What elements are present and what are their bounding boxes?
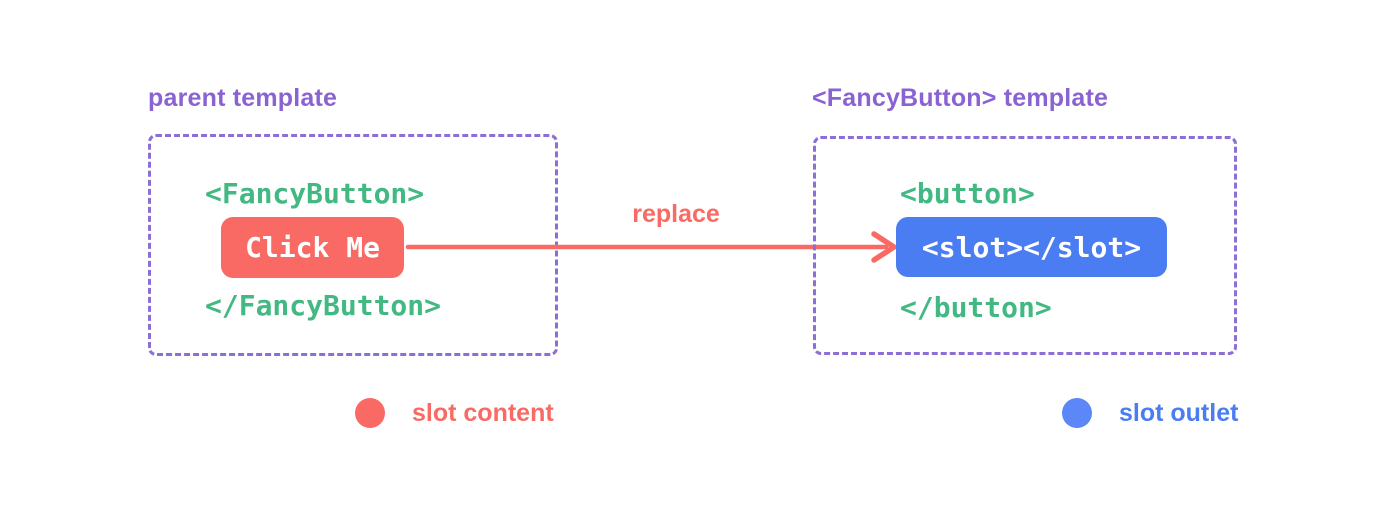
legend-slot-content: slot content xyxy=(355,398,554,428)
slot-content-label: slot content xyxy=(412,398,554,427)
slot-content-dot-icon xyxy=(355,398,385,428)
legend-slot-outlet: slot outlet xyxy=(1062,398,1238,428)
replace-label: replace xyxy=(632,200,720,228)
slot-outlet-box: <slot></slot> xyxy=(896,217,1167,277)
parent-template-label: parent template xyxy=(148,84,338,112)
fancybutton-close-tag: </FancyButton> xyxy=(205,289,442,322)
click-me-button: Click Me xyxy=(221,217,404,278)
fancybutton-template-label: <FancyButton> template xyxy=(812,84,1109,112)
slot-outlet-dot-icon xyxy=(1062,398,1092,428)
fancybutton-open-tag: <FancyButton> xyxy=(205,177,425,210)
button-open-tag: <button> xyxy=(900,177,1035,210)
slot-outlet-label: slot outlet xyxy=(1119,398,1239,427)
button-close-tag: </button> xyxy=(900,291,1052,324)
replace-arrow-icon xyxy=(405,231,897,263)
fancybutton-template-box: <button> <slot></slot> </button> xyxy=(813,136,1237,355)
parent-template-box: <FancyButton> Click Me </FancyButton> xyxy=(148,134,558,356)
